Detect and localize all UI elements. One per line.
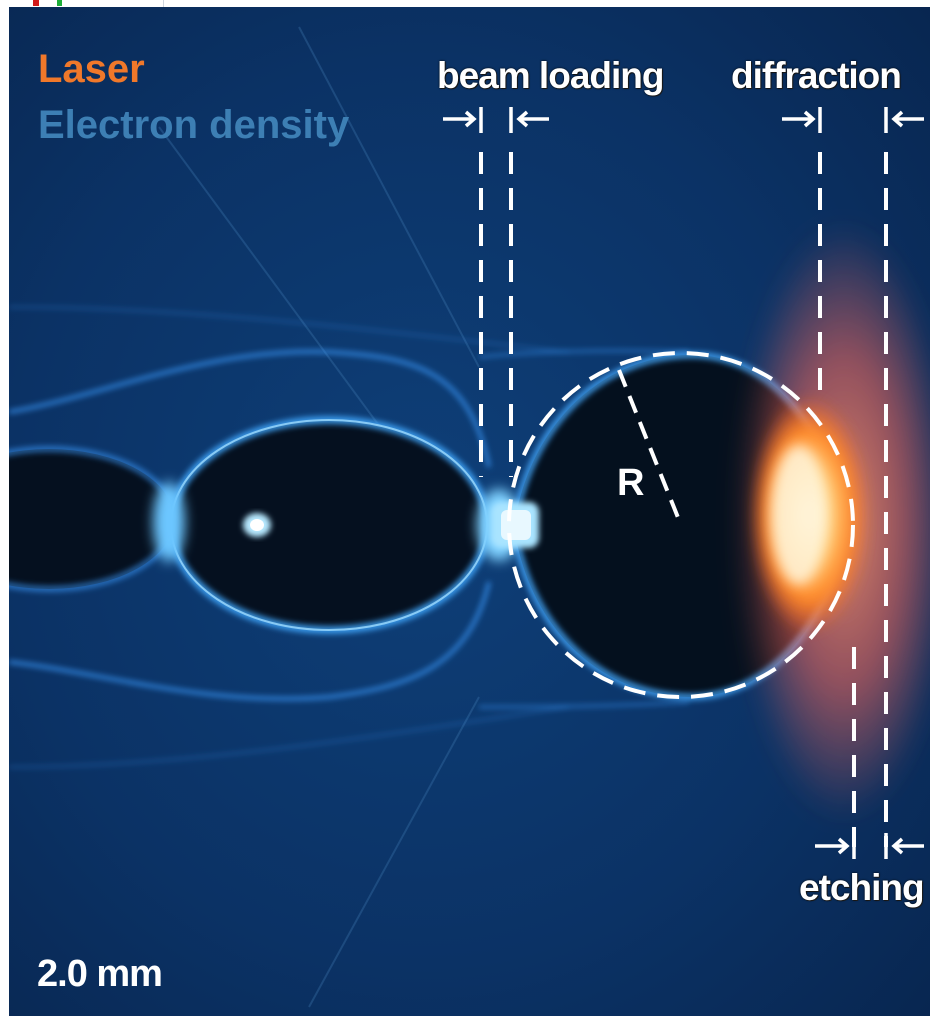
beam-loading-arrows [443, 107, 549, 133]
diffraction-arrows [782, 107, 924, 133]
injected-electron-beam [491, 502, 539, 548]
red-marker [33, 0, 39, 6]
diffraction-markers [818, 152, 888, 847]
legend-laser-label: Laser [38, 47, 145, 91]
beam-loading-label: beam loading [437, 55, 664, 96]
simulation-image: Laser Electron density beam loading diff… [9, 7, 930, 1016]
legend-density-label: Electron density [38, 103, 350, 147]
trapped-electron-bunch [243, 513, 271, 537]
top-window-strip [0, 0, 164, 7]
etching-arrows [815, 833, 924, 859]
wake-field-lines [9, 306, 690, 768]
diffraction-label: diffraction [731, 55, 902, 96]
green-marker [57, 0, 62, 6]
left-partial-bubble [9, 449, 174, 589]
radius-circle [507, 351, 855, 699]
trailing-bubble [171, 420, 487, 630]
scale-bar-label: 2.0 mm [37, 953, 163, 995]
laser-pulse [734, 222, 930, 822]
radius-label: R [617, 462, 645, 504]
plasma-wake-scene [9, 7, 930, 1016]
beam-loading-markers [479, 152, 513, 477]
etching-label: etching [799, 867, 925, 908]
